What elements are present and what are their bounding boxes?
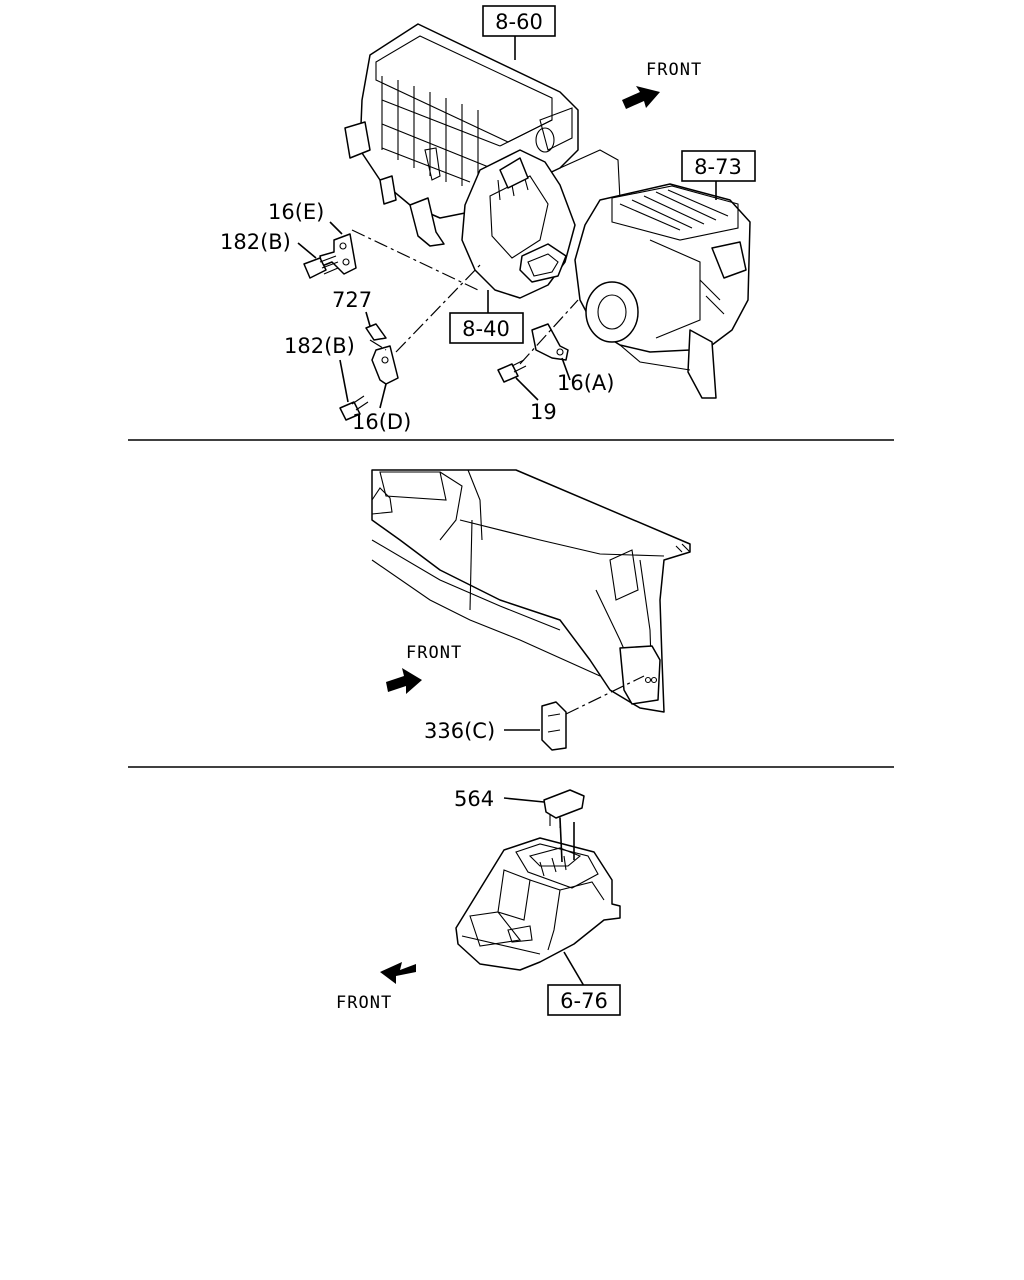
- bracket-16a-drawing: [531, 323, 569, 361]
- bracket-16d-drawing: [371, 345, 399, 385]
- callout-cap-564: 564: [454, 787, 494, 811]
- screw-19-drawing: [497, 359, 527, 383]
- callout-clip-727: 727: [332, 288, 372, 312]
- bracket-16e-drawing: [319, 233, 357, 275]
- clip-727-drawing: [365, 323, 387, 341]
- ref-heater-unit: 8-60: [495, 10, 543, 34]
- callout-bracket-16d: 16(D): [352, 410, 411, 434]
- ref-box-blower-unit: [681, 150, 756, 182]
- console-section: 6-76 FRONT 564: [336, 787, 621, 1016]
- callout-bracket-16e: 16(E): [268, 200, 324, 224]
- ref-box-duct: [449, 312, 524, 344]
- blower-unit-drawing: [574, 183, 751, 399]
- console-drawing: [455, 837, 621, 971]
- callout-screw-182b-lower: 182(B): [284, 334, 355, 358]
- front-label-heater: FRONT: [646, 60, 702, 80]
- front-label-console: FRONT: [336, 993, 392, 1013]
- bracket-336c-drawing: [541, 701, 567, 751]
- ref-console: 6-76: [560, 989, 608, 1013]
- front-arrow-icon: [386, 668, 422, 694]
- callout-screw-182b-upper: 182(B): [220, 230, 291, 254]
- front-arrow-icon: [622, 86, 660, 109]
- callout-bracket-336c: 336(C): [424, 719, 495, 743]
- front-label-dash: FRONT: [406, 643, 462, 663]
- ref-box-console: [547, 984, 621, 1016]
- cap-564-drawing: [543, 789, 585, 828]
- front-arrow-icon: [380, 962, 416, 984]
- duct-drawing: [461, 149, 576, 299]
- screw-182b-lower-drawing: [339, 395, 369, 421]
- heater-section: 8-60 8-73 8-40 FRONT 16(E) 182(B) 727 18…: [220, 5, 756, 434]
- ref-blower-unit: 8-73: [694, 155, 742, 179]
- dash-section: FRONT 336(C): [371, 469, 691, 751]
- ref-box-heater-unit: [482, 5, 556, 37]
- ref-duct: 8-40: [462, 317, 510, 341]
- callout-screw-19: 19: [530, 400, 557, 424]
- callout-bracket-16a: 16(A): [557, 371, 614, 395]
- screw-182b-upper-drawing: [303, 255, 339, 279]
- dashboard-drawing: [371, 469, 691, 713]
